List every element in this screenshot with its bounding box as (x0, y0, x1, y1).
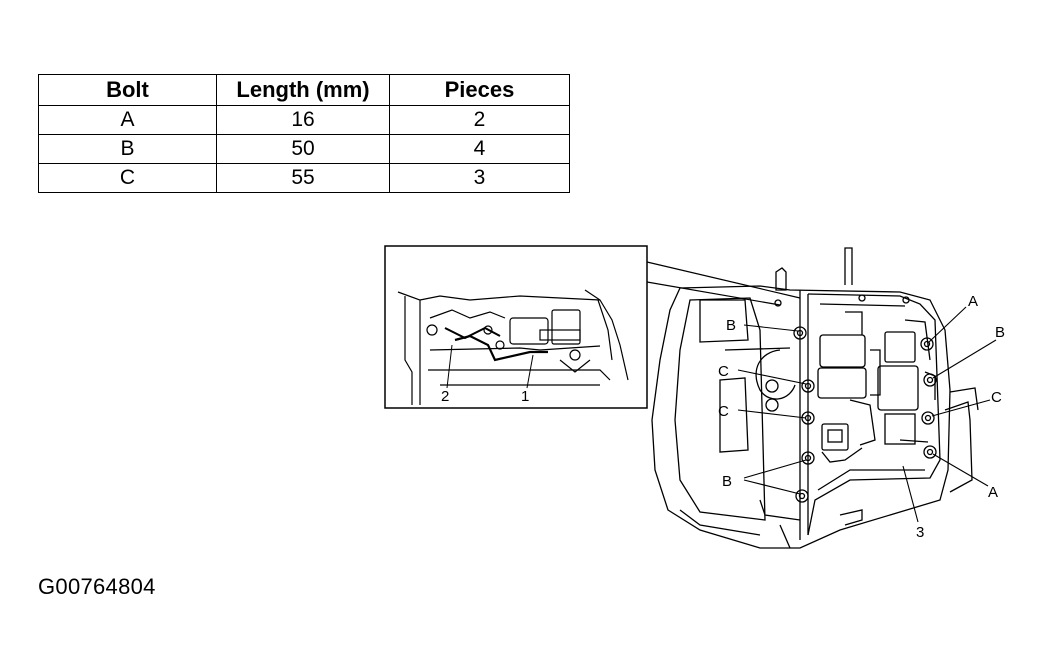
callout-bolt-b: B (995, 324, 1005, 341)
header-length: Length (mm) (216, 74, 390, 106)
inset-leader-line (646, 281, 781, 306)
inset-leader-line (646, 261, 801, 299)
table-header-row: Bolt Length (mm) Pieces (38, 74, 570, 106)
callout-3: 3 (916, 524, 924, 541)
cell-pieces: 3 (389, 163, 570, 193)
table-row: C 55 3 (38, 163, 570, 193)
callout-bolt-c: C (718, 403, 729, 420)
header-bolt: Bolt (38, 74, 217, 106)
header-pieces: Pieces (389, 74, 570, 106)
callout-bolt-b: B (726, 317, 736, 334)
bolt-locations (765, 294, 937, 503)
figure-code: G00764804 (38, 574, 156, 599)
cell-bolt: C (38, 163, 217, 193)
callout-bolt-c: C (991, 389, 1002, 406)
callout-2: 2 (441, 388, 449, 405)
callout-bolt-a: A (988, 484, 998, 501)
cell-pieces: 4 (389, 134, 570, 164)
callout-bolt-b: B (722, 473, 732, 490)
inset-detail-view (384, 245, 648, 409)
bolt-specification-table: Bolt Length (mm) Pieces A 16 2 B 50 4 C … (38, 74, 570, 193)
table-row: B 50 4 (38, 134, 570, 164)
transmission-housing (651, 247, 979, 549)
callout-leader-lines (737, 306, 997, 523)
cell-length: 50 (216, 134, 390, 164)
cell-length: 55 (216, 163, 390, 193)
callout-bolt-a: A (968, 293, 978, 310)
callout-1: 1 (521, 388, 529, 405)
callout-bolt-c: C (718, 363, 729, 380)
